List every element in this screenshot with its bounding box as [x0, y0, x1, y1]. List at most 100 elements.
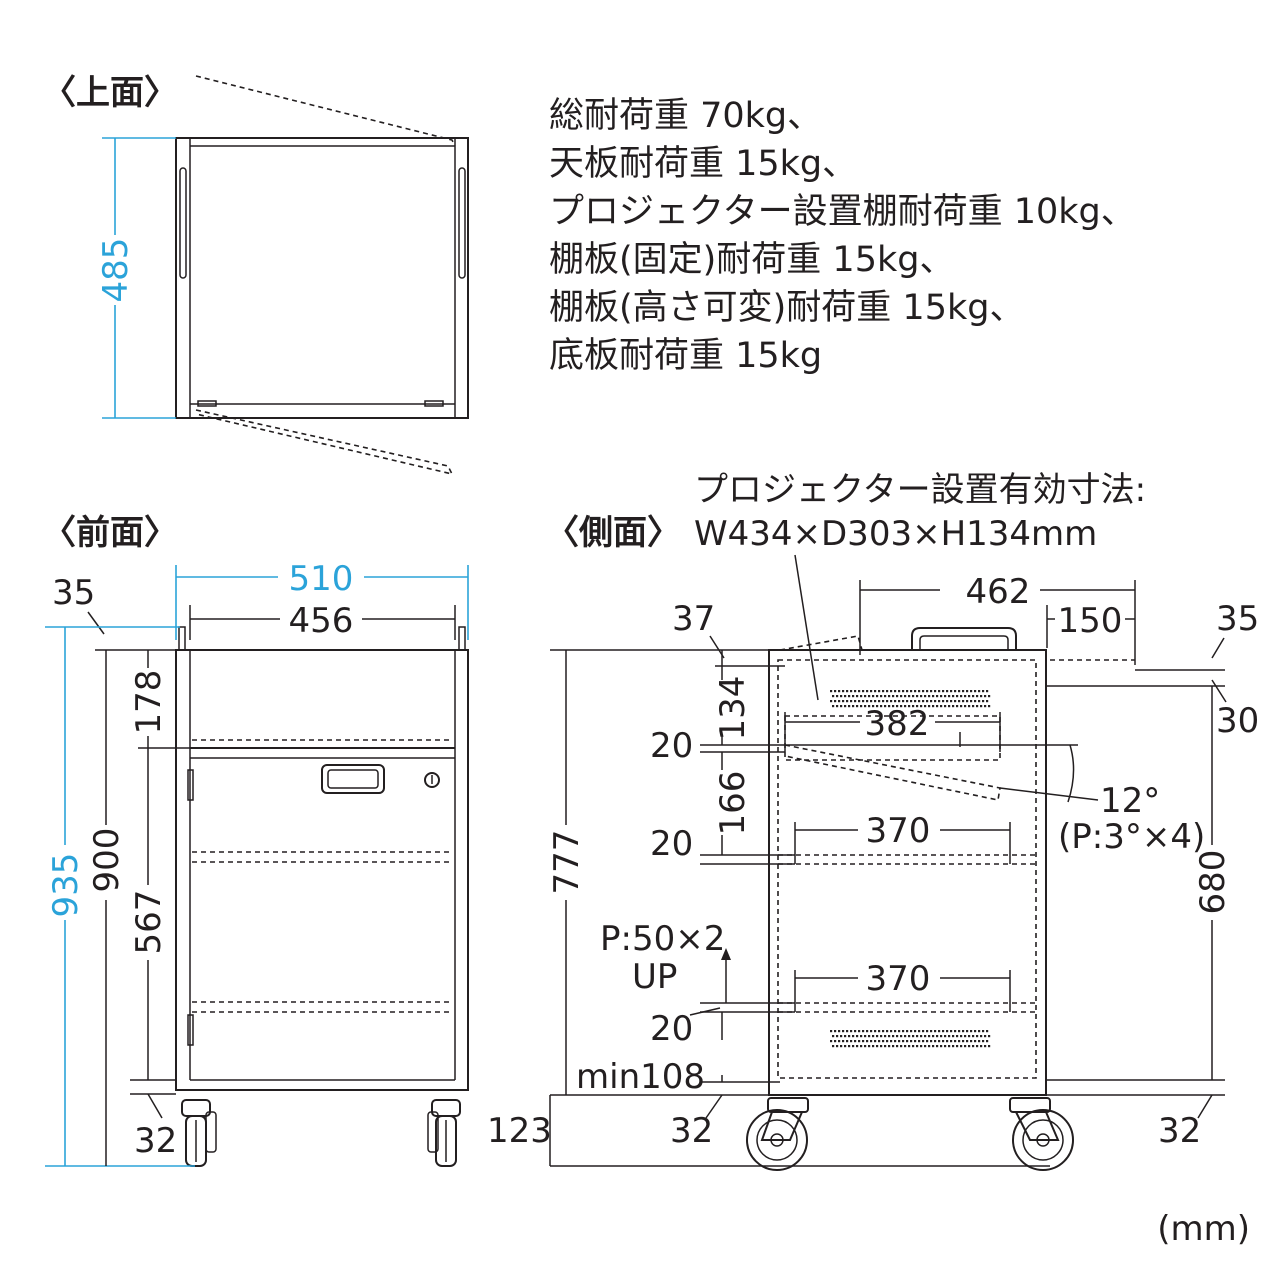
vent-hole: [924, 695, 927, 698]
vent-hole: [964, 705, 967, 708]
dim-35-side: 35: [1216, 599, 1259, 639]
vent-hole: [878, 700, 881, 703]
vent-hole: [926, 1030, 929, 1033]
front-caster-left: [181, 1099, 217, 1167]
vent-hole: [866, 1040, 869, 1043]
vent-hole: [846, 1030, 849, 1033]
vent-hole: [838, 1030, 841, 1033]
vent-hole: [944, 695, 947, 698]
vent-hole: [960, 1035, 963, 1038]
vent-hole: [922, 700, 925, 703]
dim-178: 178: [129, 670, 169, 735]
vent-hole: [922, 690, 925, 693]
vent-hole: [830, 1030, 833, 1033]
vent-hole: [930, 1040, 933, 1043]
vent-hole: [832, 695, 835, 698]
vent-hole: [964, 1045, 967, 1048]
vent-hole: [880, 1035, 883, 1038]
side-body-outline: [768, 649, 1047, 1096]
vent-hole: [882, 1040, 885, 1043]
dim-37: 37: [672, 599, 715, 639]
vent-hole: [892, 1035, 895, 1038]
vent-hole: [928, 1035, 931, 1038]
vent-hole: [952, 705, 955, 708]
vent-hole: [842, 700, 845, 703]
spec-line: 天板耐荷重 15kg、: [549, 144, 857, 184]
vent-hole: [854, 690, 857, 693]
vent-hole: [902, 1030, 905, 1033]
dim-32-side-left: 32: [670, 1111, 713, 1151]
vent-hole: [970, 700, 973, 703]
vent-hole: [892, 1045, 895, 1048]
dim-456: 456: [289, 601, 354, 641]
vent-hole: [946, 690, 949, 693]
vent-hole: [880, 1045, 883, 1048]
vent-hole: [880, 705, 883, 708]
spec-line: プロジェクター設置棚耐荷重 10kg、: [549, 192, 1136, 232]
vent-hole: [950, 1030, 953, 1033]
vent-hole: [958, 1030, 961, 1033]
vent-hole: [846, 690, 849, 693]
vent-hole: [932, 1045, 935, 1048]
vent-hole: [968, 1035, 971, 1038]
top-right-handle: [458, 167, 466, 279]
front-door-handle: [321, 764, 385, 794]
vent-hole: [906, 1030, 909, 1033]
side-view: 〈側面〉 プロジェクター設置有効寸法: W434×D303×H134mm: [487, 470, 1259, 1171]
vent-hole: [862, 690, 865, 693]
vent-hole: [978, 700, 981, 703]
dim-485: 485: [96, 238, 136, 303]
vent-hole: [956, 695, 959, 698]
vent-hole: [868, 1045, 871, 1048]
top-view: 〈上面〉 485: [42, 73, 469, 476]
vent-hole: [958, 1040, 961, 1043]
vent-hole: [956, 1045, 959, 1048]
side-caster-left: [746, 1097, 809, 1171]
vent-hole: [878, 690, 881, 693]
vent-hole: [930, 690, 933, 693]
dim-166: 166: [713, 771, 753, 836]
heading-front: 〈前面〉: [42, 513, 178, 553]
vent-hole: [920, 1045, 923, 1048]
lock-icon: [424, 772, 440, 788]
vent-hole: [920, 1035, 923, 1038]
vent-hole: [896, 1035, 899, 1038]
vent-hole: [900, 1035, 903, 1038]
vent-hole: [926, 700, 929, 703]
vent-hole: [870, 690, 873, 693]
vent-hole: [946, 1040, 949, 1043]
vent-hole: [912, 1035, 915, 1038]
vent-hole: [832, 1045, 835, 1048]
front-caster-right: [427, 1099, 461, 1167]
vent-hole: [868, 705, 871, 708]
top-left-handle: [179, 167, 187, 279]
dim-382: 382: [865, 704, 930, 744]
vent-hole: [896, 1045, 899, 1048]
vent-hole: [954, 1030, 957, 1033]
vent-hole: [890, 1040, 893, 1043]
front-body-outline: [175, 649, 469, 1091]
vent-hole: [894, 700, 897, 703]
heading-side: 〈側面〉: [545, 513, 681, 553]
vent-hole: [902, 1040, 905, 1043]
vent-hole: [874, 700, 877, 703]
vent-hole: [874, 690, 877, 693]
dim-20-b: 20: [650, 824, 693, 864]
vent-hole: [934, 690, 937, 693]
dim-510: 510: [289, 559, 354, 599]
vent-hole: [866, 700, 869, 703]
vent-hole: [892, 705, 895, 708]
vent-hole: [896, 695, 899, 698]
vent-hole: [904, 1035, 907, 1038]
vent-hole: [974, 700, 977, 703]
vent-hole: [844, 695, 847, 698]
vent-hole: [962, 700, 965, 703]
vent-hole: [864, 1035, 867, 1038]
vent-hole: [870, 700, 873, 703]
vent-hole: [856, 705, 859, 708]
vent-hole: [934, 1030, 937, 1033]
vent-hole: [966, 690, 969, 693]
vent-hole: [968, 1045, 971, 1048]
vent-hole: [908, 705, 911, 708]
vent-hole: [982, 1040, 985, 1043]
